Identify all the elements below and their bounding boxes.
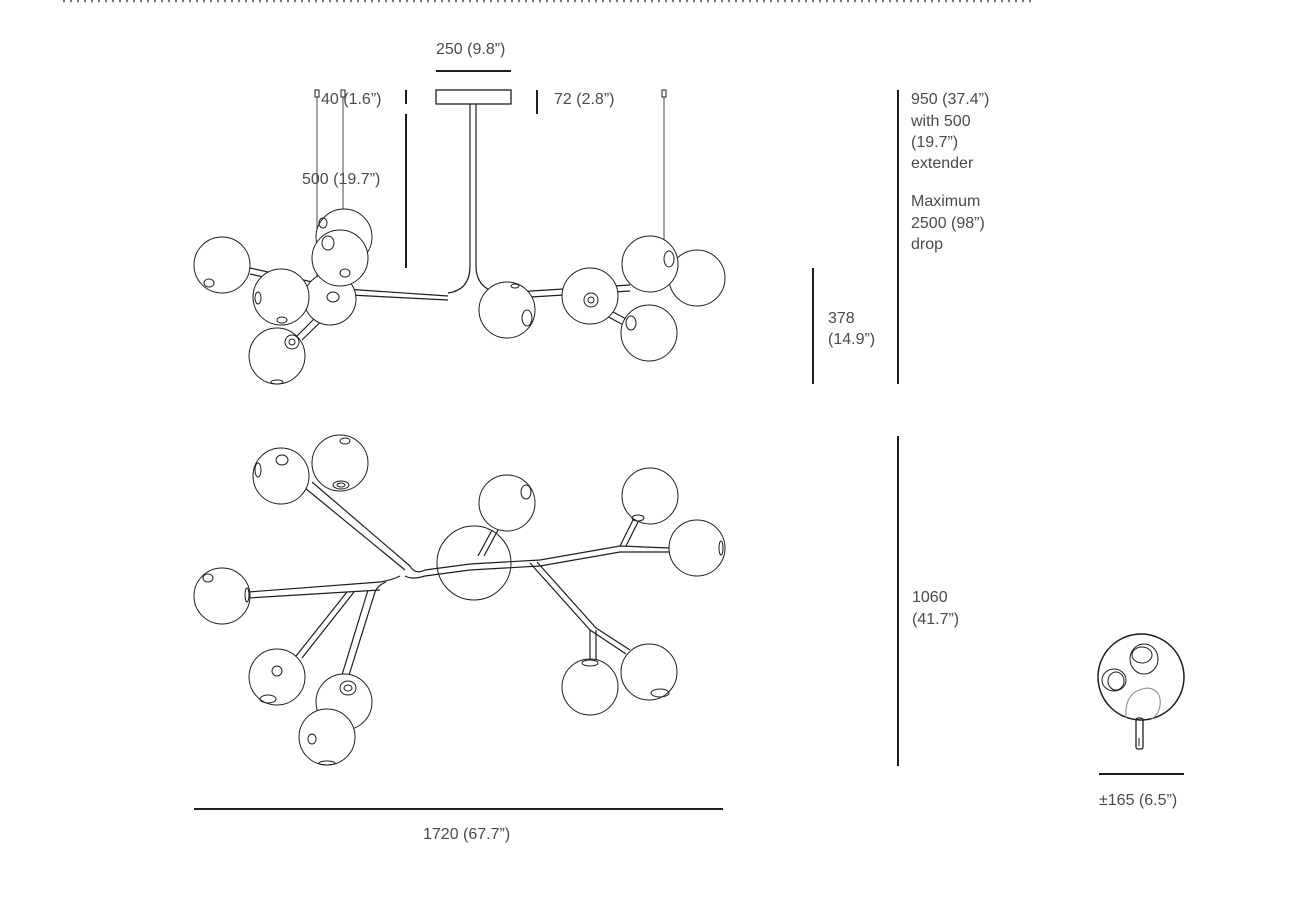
globe bbox=[621, 235, 679, 293]
elevation-view bbox=[193, 70, 899, 385]
overall-width-label: 1720 (67.7”) bbox=[423, 826, 510, 843]
wire-hook bbox=[661, 89, 667, 98]
detail-opening bbox=[1101, 668, 1127, 692]
canopy-height-label: 72 (2.8”) bbox=[554, 91, 614, 108]
globe-diameter-label: ±165 (6.5”) bbox=[1099, 792, 1177, 809]
globe bbox=[252, 268, 310, 326]
globe bbox=[478, 474, 536, 532]
globe-opening bbox=[663, 250, 675, 268]
globe-opening bbox=[284, 334, 300, 350]
overall-drop-label: 950 (37.4”) with 500 (19.7”) extender bbox=[910, 91, 994, 172]
body-height-line-2: (14.9”) bbox=[828, 331, 875, 348]
extender-label: 500 (19.7”) bbox=[302, 171, 380, 188]
globe-opening bbox=[288, 338, 296, 346]
detail-opening bbox=[1129, 643, 1159, 675]
overall-drop-line-1: 950 (37.4”) bbox=[911, 91, 989, 108]
canopy-width-label: 250 (9.8”) bbox=[436, 41, 505, 58]
plan-branch bbox=[477, 529, 499, 557]
body-height-label: 378 (14.9”) bbox=[828, 310, 875, 348]
max-drop-line-2: 2500 (98”) bbox=[911, 215, 985, 232]
plan-branch bbox=[619, 517, 641, 547]
plan-branch bbox=[337, 581, 387, 689]
globe-opening bbox=[271, 665, 283, 677]
globe-opening bbox=[521, 309, 533, 327]
globe-opening bbox=[625, 315, 637, 331]
overall-drop-line-3: (19.7”) bbox=[911, 134, 958, 151]
detail-stem bbox=[1135, 717, 1144, 750]
plan-depth-line-2: (41.7”) bbox=[912, 611, 959, 628]
globe-opening bbox=[332, 480, 350, 490]
globe-opening bbox=[318, 760, 336, 766]
detail-inner-shadow bbox=[1125, 687, 1161, 721]
globe-opening bbox=[254, 291, 262, 305]
globe-opening bbox=[520, 484, 532, 500]
globe-opening bbox=[254, 462, 262, 478]
globe-opening bbox=[203, 278, 215, 288]
center-stem bbox=[447, 104, 499, 294]
globe bbox=[193, 567, 251, 625]
globe bbox=[621, 467, 679, 525]
globe bbox=[620, 304, 678, 362]
globe-opening bbox=[339, 268, 351, 278]
max-drop-label: Maximum 2500 (98”) drop bbox=[911, 193, 989, 253]
globe-opening bbox=[336, 482, 346, 488]
globe-opening bbox=[326, 291, 340, 303]
globe bbox=[561, 267, 619, 325]
body-height-line-1: 378 bbox=[828, 310, 855, 327]
plan-branch bbox=[529, 561, 631, 655]
wire-spacing-label: 40 (1.6”) bbox=[321, 91, 381, 108]
detail-globe bbox=[1097, 633, 1185, 721]
globe-opening bbox=[583, 292, 599, 308]
globe-opening bbox=[581, 659, 599, 667]
globe bbox=[561, 658, 619, 716]
plan-branch bbox=[247, 575, 401, 599]
plan-depth-line-1: 1060 bbox=[912, 589, 948, 606]
globe-opening bbox=[339, 437, 351, 445]
globe-opening bbox=[202, 573, 214, 583]
overall-drop-line-4: extender bbox=[911, 155, 974, 172]
globe-opening bbox=[339, 680, 357, 696]
overall-drop-line-2: with 500 bbox=[910, 113, 971, 130]
main-branch bbox=[329, 284, 631, 301]
plan-branch bbox=[404, 545, 671, 579]
globe-opening bbox=[510, 283, 520, 289]
max-drop-line-1: Maximum bbox=[911, 193, 980, 210]
globe-opening bbox=[276, 316, 288, 324]
canopy bbox=[435, 89, 512, 105]
detail-opening bbox=[1107, 671, 1125, 691]
globe bbox=[298, 708, 356, 766]
globe-opening bbox=[318, 217, 328, 229]
globe-detail bbox=[1097, 633, 1185, 775]
globe bbox=[478, 281, 536, 339]
plan-view bbox=[193, 434, 899, 810]
globe-opening bbox=[587, 296, 595, 304]
globe-opening bbox=[631, 514, 645, 522]
globe-opening bbox=[650, 688, 670, 698]
globe bbox=[311, 229, 369, 287]
plan-branch bbox=[295, 591, 355, 659]
globe-opening bbox=[307, 733, 317, 745]
globe bbox=[436, 525, 512, 601]
globe bbox=[252, 447, 310, 505]
globe-opening bbox=[275, 454, 289, 466]
globe-opening bbox=[244, 587, 250, 603]
plan-depth-label: 1060 (41.7”) bbox=[912, 589, 959, 628]
plan-branch bbox=[304, 481, 411, 571]
globe-opening bbox=[718, 540, 724, 556]
globe bbox=[668, 519, 726, 577]
plan-branch bbox=[589, 630, 597, 662]
globe-opening bbox=[259, 694, 277, 704]
max-drop-line-3: drop bbox=[911, 236, 943, 253]
detail-opening bbox=[1131, 646, 1153, 664]
globe-opening bbox=[270, 379, 284, 385]
globe-opening bbox=[343, 684, 353, 692]
globe bbox=[248, 648, 306, 706]
globe bbox=[311, 434, 369, 492]
globe bbox=[620, 643, 678, 701]
wire-hook bbox=[314, 89, 320, 98]
globe-opening bbox=[321, 235, 335, 251]
globe bbox=[193, 236, 251, 294]
